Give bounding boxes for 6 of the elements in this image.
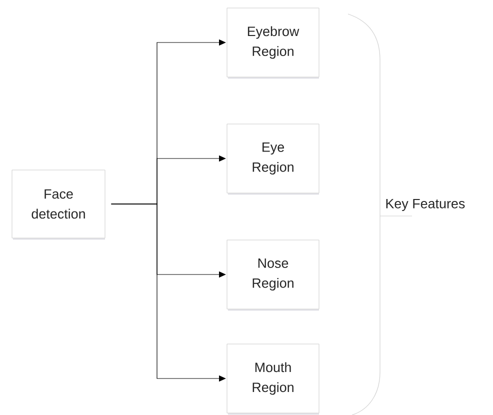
region-box: Nose Region — [226, 240, 320, 310]
region-box: Mouth Region — [226, 344, 320, 414]
process-box: Face detection — [12, 170, 106, 240]
region-box: Eye Region — [226, 124, 320, 194]
region-box: Eyebrow Region — [226, 8, 320, 78]
bracket-label: Key Features — [386, 198, 465, 212]
